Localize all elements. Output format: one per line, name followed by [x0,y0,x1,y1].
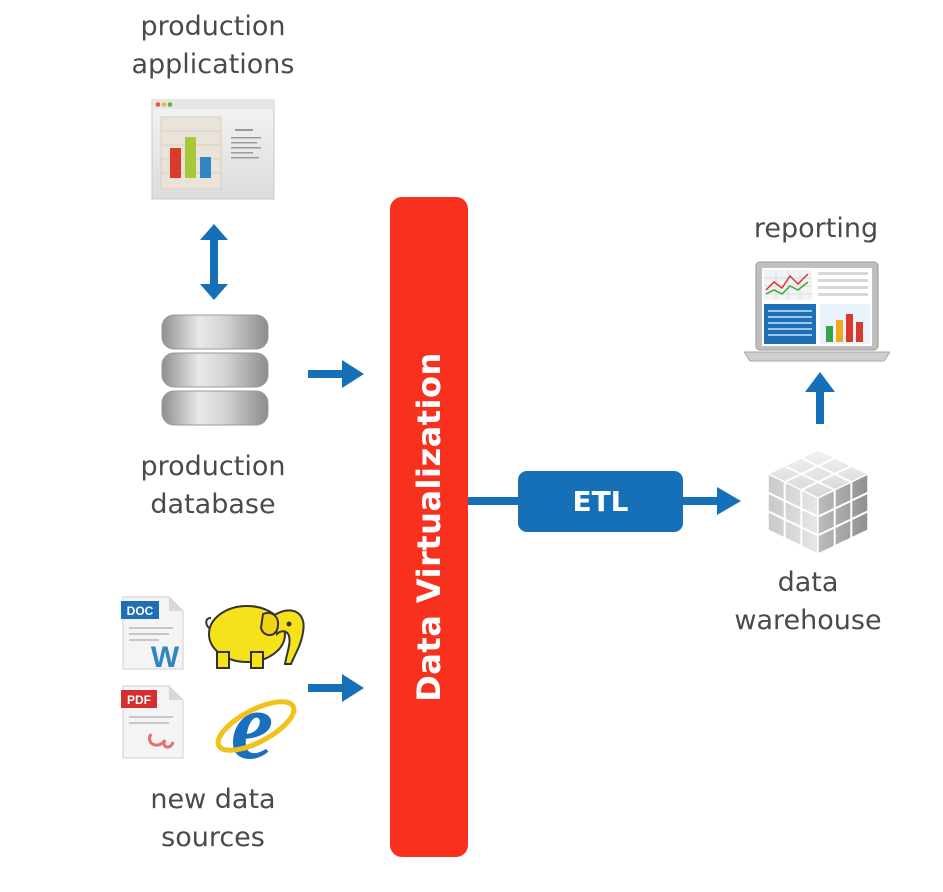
new-data-sources-label: new data sources [100,781,326,857]
cube-warehouse-icon [762,446,874,558]
new-data-sources-line1: new data [150,784,276,815]
data-virtualization-bar: Data Virtualization [390,197,468,857]
data-warehouse-line2: warehouse [734,605,882,636]
hadoop-elephant-icon [203,594,309,672]
production-database-label: production database [100,448,326,524]
double-arrow-icon [199,224,229,300]
doc-file-icon: DOC W [121,595,185,671]
production-applications-label: production applications [100,8,326,84]
data-virtualization-label: Data Virtualization [410,352,448,702]
reporting-label: reporting [753,213,879,244]
production-applications-line1: production [140,11,286,42]
data-warehouse-label: data warehouse [708,564,908,640]
reporting-laptop-icon [744,260,890,364]
arrow-warehouse-to-reporting [805,372,835,424]
arrow-sources-to-dv [308,674,364,702]
internet-explorer-icon: e [210,684,300,770]
production-database-line1: production [140,451,286,482]
new-data-sources-line2: sources [161,822,265,853]
database-icon [158,313,272,429]
word-letter: W [151,641,180,671]
app-window-icon [151,99,275,200]
arrow-database-to-dv [308,360,364,388]
arrow-etl-to-warehouse [683,487,741,515]
pdf-file-icon: PDF [121,684,185,760]
connector-dv-to-etl [468,497,520,505]
etl-box: ETL [518,471,683,532]
data-warehouse-line1: data [777,567,839,598]
production-database-line2: database [150,489,276,520]
doc-label: DOC [127,604,154,618]
pdf-label: PDF [127,693,151,707]
ie-letter: e [231,684,274,770]
production-applications-line2: applications [131,49,295,80]
